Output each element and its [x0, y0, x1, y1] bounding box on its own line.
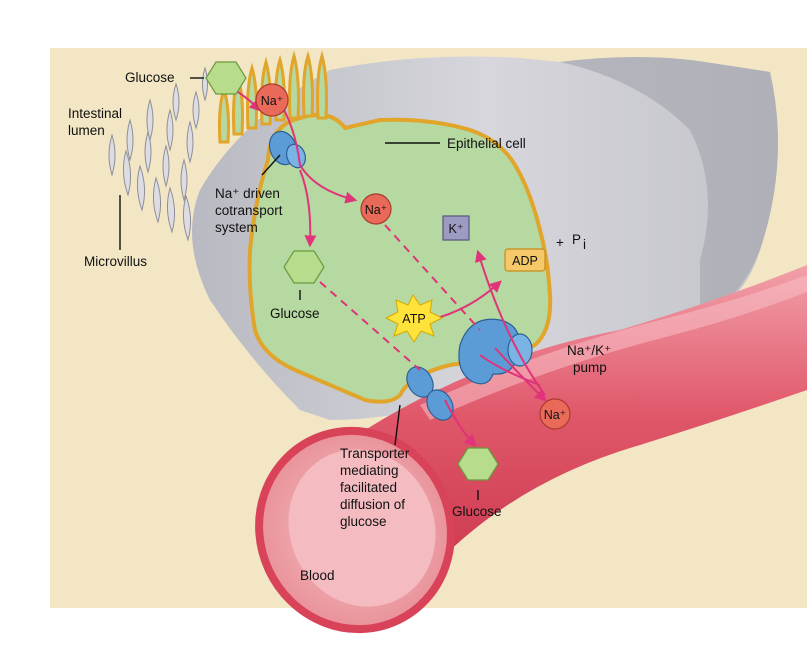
transporter-label-2: mediating: [340, 463, 399, 478]
na-driven-label-2: cotransport: [215, 203, 283, 218]
glucose-blood-label: Glucose: [452, 504, 502, 519]
transporter-label-5: glucose: [340, 514, 387, 529]
glucose-lumen-hexagon: [205, 61, 247, 95]
na-driven-label-3: system: [215, 220, 258, 235]
adp-box: [504, 248, 546, 272]
epithelial-cell-label: Epithelial cell: [447, 136, 526, 151]
transporter-label-4: diffusion of: [340, 497, 405, 512]
k-ion-label: K⁺: [449, 222, 464, 236]
na-cell-circle: [360, 193, 392, 225]
na-lumen-label: Na⁺: [261, 94, 284, 108]
transporter-label-3: facilitated: [340, 480, 397, 495]
atp-burst: [384, 294, 444, 343]
na-k-pump: [458, 318, 533, 385]
pi-label: P: [572, 232, 581, 247]
intestinal-lumen-label-2: lumen: [68, 123, 105, 138]
pi-subscript: i: [583, 237, 586, 252]
na-blood-label: Na⁺: [544, 408, 567, 422]
adp-label: ADP: [512, 254, 538, 268]
na-driven-label-1: Na⁺ driven: [215, 186, 280, 201]
atp-label: ATP: [402, 312, 425, 326]
na-lumen-circle: [255, 83, 289, 117]
glucose-blood-hexagon: [457, 447, 499, 481]
k-ion-box: [442, 215, 470, 241]
na-k-pump-label-1: Na⁺/K⁺: [567, 343, 611, 358]
transporter-label-1: Transporter: [340, 446, 410, 461]
na-blood-circle: [539, 398, 571, 430]
plus-sign: +: [556, 235, 564, 250]
glucose-cell-label: Glucose: [270, 306, 320, 321]
leader-lines: [119, 77, 479, 500]
na-cell-label: Na⁺: [365, 203, 388, 217]
na-cotransporter: [268, 130, 307, 169]
glucose-lumen-label: Glucose: [125, 70, 175, 85]
tissue-shadow: [560, 57, 778, 320]
microvilli: [108, 66, 208, 242]
vessel-opening-inner: [288, 449, 436, 607]
microvillus-label: Microvillus: [84, 254, 147, 269]
blood-label: Blood: [300, 568, 335, 583]
glucose-transporter-basal: [406, 366, 454, 421]
blood-vessel-highlight: [420, 275, 807, 420]
glucose-cell-hexagon: [283, 250, 325, 284]
intestinal-lumen-label-1: Intestinal: [68, 106, 122, 121]
na-k-pump-label-2: pump: [573, 360, 607, 375]
